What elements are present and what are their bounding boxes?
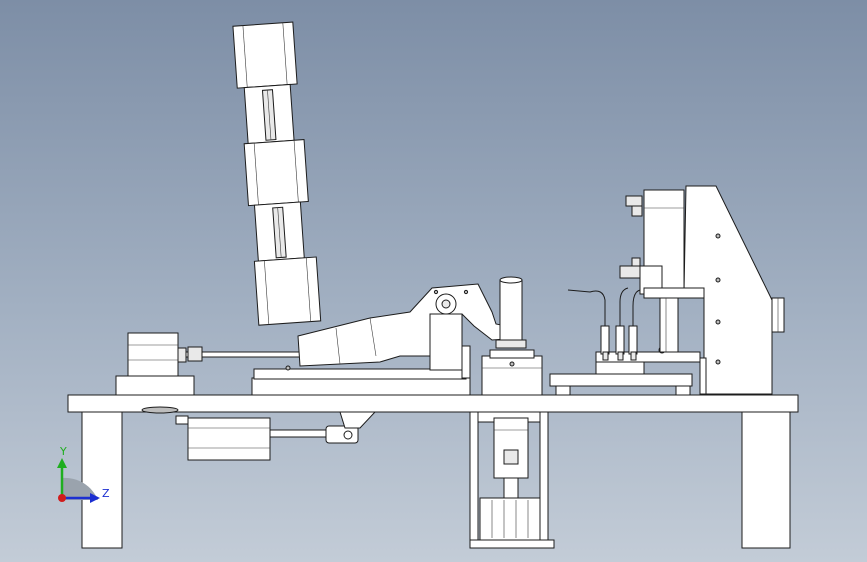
coordinate-triad bbox=[57, 458, 100, 503]
sensor-group bbox=[567, 287, 641, 361]
under-cylinder-body bbox=[187, 417, 271, 461]
tilted-column bbox=[232, 21, 322, 326]
under-cylinder-rod bbox=[269, 429, 329, 438]
lower-press-cylinder bbox=[479, 497, 541, 541]
clamp-arm bbox=[297, 283, 521, 367]
press-pin bbox=[499, 279, 523, 343]
lower-guide-right bbox=[539, 411, 549, 545]
horizontal-rod bbox=[185, 351, 307, 358]
table-leg-right bbox=[741, 411, 791, 549]
lower-press-body bbox=[493, 417, 529, 479]
left-motor-box bbox=[127, 332, 179, 377]
center-work-block bbox=[481, 355, 543, 396]
y-axis-label: Y bbox=[59, 445, 67, 458]
table-leg-left bbox=[81, 411, 123, 549]
lower-guide-left bbox=[469, 411, 479, 545]
z-axis-label: Z bbox=[102, 487, 110, 500]
slide-base-lower bbox=[251, 377, 471, 396]
lower-base-plate bbox=[469, 539, 555, 549]
right-fixture-plate bbox=[549, 373, 693, 387]
under-bracket bbox=[339, 411, 377, 429]
left-base-block bbox=[115, 375, 195, 396]
x-axis-origin bbox=[58, 494, 66, 502]
triad-shade bbox=[62, 477, 98, 500]
